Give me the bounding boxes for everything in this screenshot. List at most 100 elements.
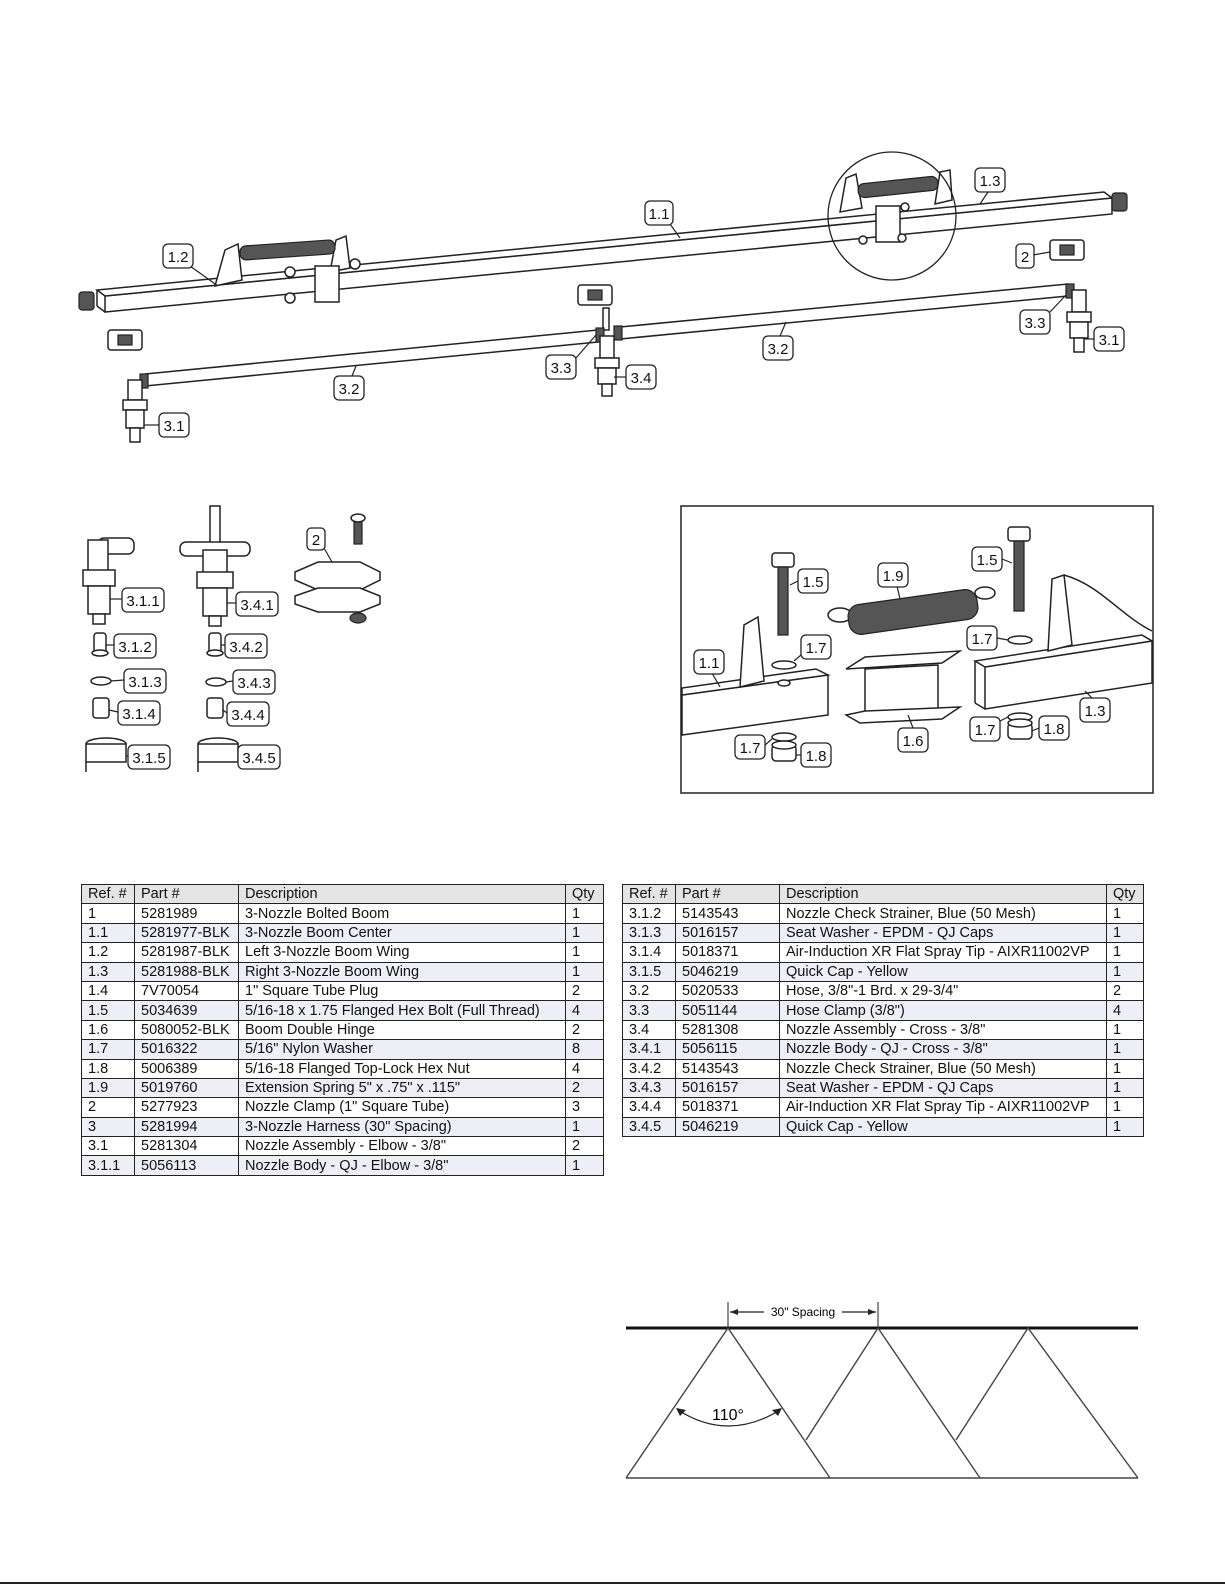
cell-qty: 2: [565, 1019, 604, 1041]
nozzle-clamp-detail: [294, 513, 381, 624]
header-description: Description: [238, 883, 566, 905]
nozzle-clamp-right: [1049, 239, 1085, 261]
bolt-right: [1007, 526, 1031, 612]
cell-ref: 3.3: [622, 1000, 676, 1021]
cell-ref: 3.4.3: [622, 1077, 676, 1099]
callout-hinge-1-5-left: 1.5: [789, 568, 829, 594]
callout-comp-3-1-2: 3.1.2: [106, 633, 157, 659]
cell-description: 5/16" Nylon Washer: [238, 1039, 566, 1060]
angle-label: 110°: [712, 1407, 744, 1424]
cell-description: Nozzle Clamp (1" Square Tube): [238, 1097, 566, 1118]
nozzle-elbow-left: [122, 373, 149, 443]
callout-2: 2: [1015, 243, 1051, 269]
spray-pattern-diagram: 30" Spacing 110°: [625, 1302, 1139, 1479]
cell-description: Quick Cap - Yellow: [779, 961, 1107, 982]
callout-hinge-1-7-top-right: 1.7: [966, 625, 1009, 651]
hinge-tube-right: [972, 573, 1155, 710]
cell-description: Hose Clamp (3/8"): [779, 1000, 1107, 1021]
cell-qty: 2: [565, 1136, 604, 1157]
header-ref: Ref. #: [622, 883, 676, 905]
cell-ref: 1.4: [81, 980, 135, 1002]
cell-description: Hose, 3/8"-1 Brd. x 29-3/4": [779, 980, 1107, 1002]
svg-text:3.2: 3.2: [339, 381, 360, 398]
cell-qty: 4: [1106, 1000, 1144, 1021]
cell-qty: 1: [1106, 1097, 1144, 1118]
svg-text:1.7: 1.7: [740, 740, 761, 757]
callout-comp-3-4-5: 3.4.5: [237, 744, 281, 770]
cell-ref: 3.4: [622, 1019, 676, 1041]
cell-ref: 1.5: [81, 1000, 135, 1021]
washer-3-1-3: [90, 676, 112, 686]
callout-comp-3-1-5: 3.1.5: [126, 744, 171, 770]
cell-description: 5/16-18 x 1.75 Flanged Hex Bolt (Full Th…: [238, 1000, 566, 1021]
cell-qty: 1: [565, 1116, 604, 1138]
cell-description: Seat Washer - EPDM - QJ Caps: [779, 922, 1107, 944]
cell-description: 3-Nozzle Bolted Boom: [238, 903, 566, 924]
nozzle-clamp-left: [107, 329, 143, 351]
svg-text:3.1.1: 3.1.1: [126, 593, 159, 610]
callout-3-3-right: 3.3: [1019, 294, 1067, 335]
cell-description: 1" Square Tube Plug: [238, 980, 566, 1002]
bottom-rule: [0, 1582, 1225, 1584]
cell-part-number: 5143543: [675, 903, 780, 924]
cell-ref: 1.9: [81, 1077, 135, 1099]
cell-ref: 1.6: [81, 1019, 135, 1041]
callout-comp-3-4-2: 3.4.2: [221, 633, 268, 659]
spray-fan-1: [625, 1326, 831, 1479]
svg-text:3.4: 3.4: [631, 370, 652, 387]
angle-arc: [677, 1409, 781, 1427]
callout-1-3: 1.3: [974, 167, 1006, 205]
callout-hinge-1-3: 1.3: [1079, 690, 1111, 723]
cell-qty: 1: [1106, 1058, 1144, 1079]
cell-description: Boom Double Hinge: [238, 1019, 566, 1041]
washer-left-bottom: [771, 732, 797, 742]
cell-part-number: 5281308: [675, 1019, 780, 1041]
nozzle-components-diagram: 2 3.1.1 3.4.1 3.1.2 3.4.2 3.1.3 3.4.3 3.…: [82, 505, 381, 772]
cell-ref: 1.2: [81, 942, 135, 963]
cell-qty: 4: [565, 1058, 604, 1079]
svg-text:3.3: 3.3: [1025, 315, 1046, 332]
callout-hinge-1-7-bottom-right: 1.7: [969, 716, 1009, 742]
callout-3-1-right: 3.1: [1084, 326, 1125, 352]
cell-part-number: 5020533: [675, 980, 780, 1002]
nozzle-cross-center: [594, 307, 623, 397]
cell-ref: 3.1.3: [622, 922, 676, 944]
callout-hinge-1-5-right: 1.5: [971, 546, 1013, 572]
cell-part-number: 5281988-BLK: [134, 961, 239, 982]
cell-description: Air-Induction XR Flat Spray Tip - AIXR11…: [779, 1097, 1107, 1118]
boom-square-tube: [95, 191, 1114, 313]
callout-hinge-1-7-bottom-left: 1.7: [734, 734, 773, 760]
washer-3-4-3: [205, 677, 227, 687]
nozzle-elbow-right: [1065, 283, 1092, 353]
callout-1-2: 1.2: [162, 243, 219, 287]
header-part: Part #: [675, 883, 780, 905]
cell-ref: 1: [81, 903, 135, 924]
boom-exploded-diagram: 1.1 1.2 1.3 2 3.3 3.1 3.2 3.3 3.4: [78, 151, 1128, 443]
svg-text:1.7: 1.7: [975, 722, 996, 739]
svg-text:1.1: 1.1: [699, 655, 720, 672]
cell-ref: 3.1.5: [622, 961, 676, 982]
cell-description: Seat Washer - EPDM - QJ Caps: [779, 1077, 1107, 1099]
callout-comp-2: 2: [306, 527, 333, 563]
nozzle-clamp-center: [577, 284, 613, 306]
cell-qty: 1: [1106, 1077, 1144, 1099]
cell-ref: 1.8: [81, 1058, 135, 1079]
cell-description: Nozzle Check Strainer, Blue (50 Mesh): [779, 1058, 1107, 1079]
callout-hinge-1-9: 1.9: [877, 562, 909, 600]
svg-text:3.4.5: 3.4.5: [242, 750, 275, 767]
callout-1-1: 1.1: [644, 200, 681, 239]
bolt-left: [771, 552, 795, 636]
hose-left: [144, 329, 599, 387]
